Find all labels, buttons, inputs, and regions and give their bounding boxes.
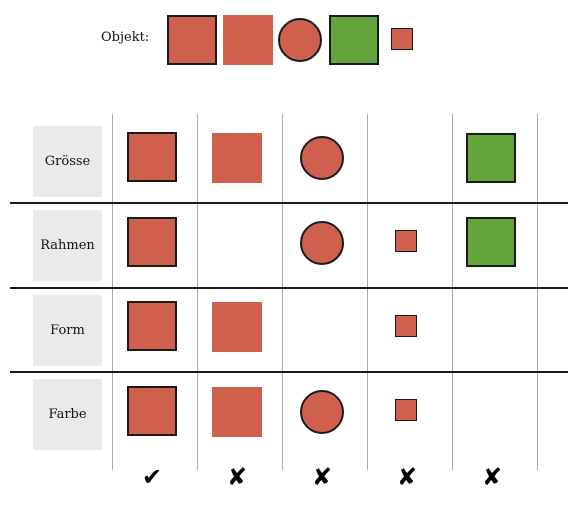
row-label-farbe: Farbe [33, 379, 102, 450]
row-label-groesse: Grösse [33, 126, 102, 197]
cell-bordered-red-square [127, 132, 177, 182]
row-divider [10, 287, 568, 289]
objekt-label: Objekt: [101, 30, 150, 45]
column-divider [112, 114, 113, 470]
cross-icon: ✘ [311, 463, 333, 491]
column-divider [367, 114, 368, 470]
object-green-square [329, 15, 379, 65]
cell-small-red-square [395, 399, 417, 421]
cell-plain-red-square [212, 133, 262, 183]
row-label-rahmen: Rahmen [33, 210, 102, 281]
column-divider [537, 114, 538, 470]
cross-icon: ✘ [226, 463, 248, 491]
object-plain-red-square [223, 15, 273, 65]
cell-small-red-square [395, 315, 417, 337]
cross-icon: ✘ [481, 463, 503, 491]
check-icon: ✔ [141, 463, 163, 491]
cell-red-circle [300, 136, 344, 180]
column-divider [282, 114, 283, 470]
cell-red-circle [300, 221, 344, 265]
cell-plain-red-square [212, 387, 262, 437]
cell-green-square [466, 217, 516, 267]
cross-icon: ✘ [396, 463, 418, 491]
cell-bordered-red-square [127, 217, 177, 267]
object-red-circle [278, 18, 322, 62]
row-divider [10, 371, 568, 373]
cell-bordered-red-square [127, 386, 177, 436]
cell-plain-red-square [212, 302, 262, 352]
row-divider [10, 202, 568, 204]
row-label-form: Form [33, 295, 102, 366]
object-bordered-red-square [167, 15, 217, 65]
column-divider [452, 114, 453, 470]
cell-red-circle [300, 390, 344, 434]
cell-small-red-square [395, 230, 417, 252]
cell-green-square [466, 133, 516, 183]
column-divider [197, 114, 198, 470]
object-small-red-square [391, 28, 413, 50]
cell-bordered-red-square [127, 301, 177, 351]
